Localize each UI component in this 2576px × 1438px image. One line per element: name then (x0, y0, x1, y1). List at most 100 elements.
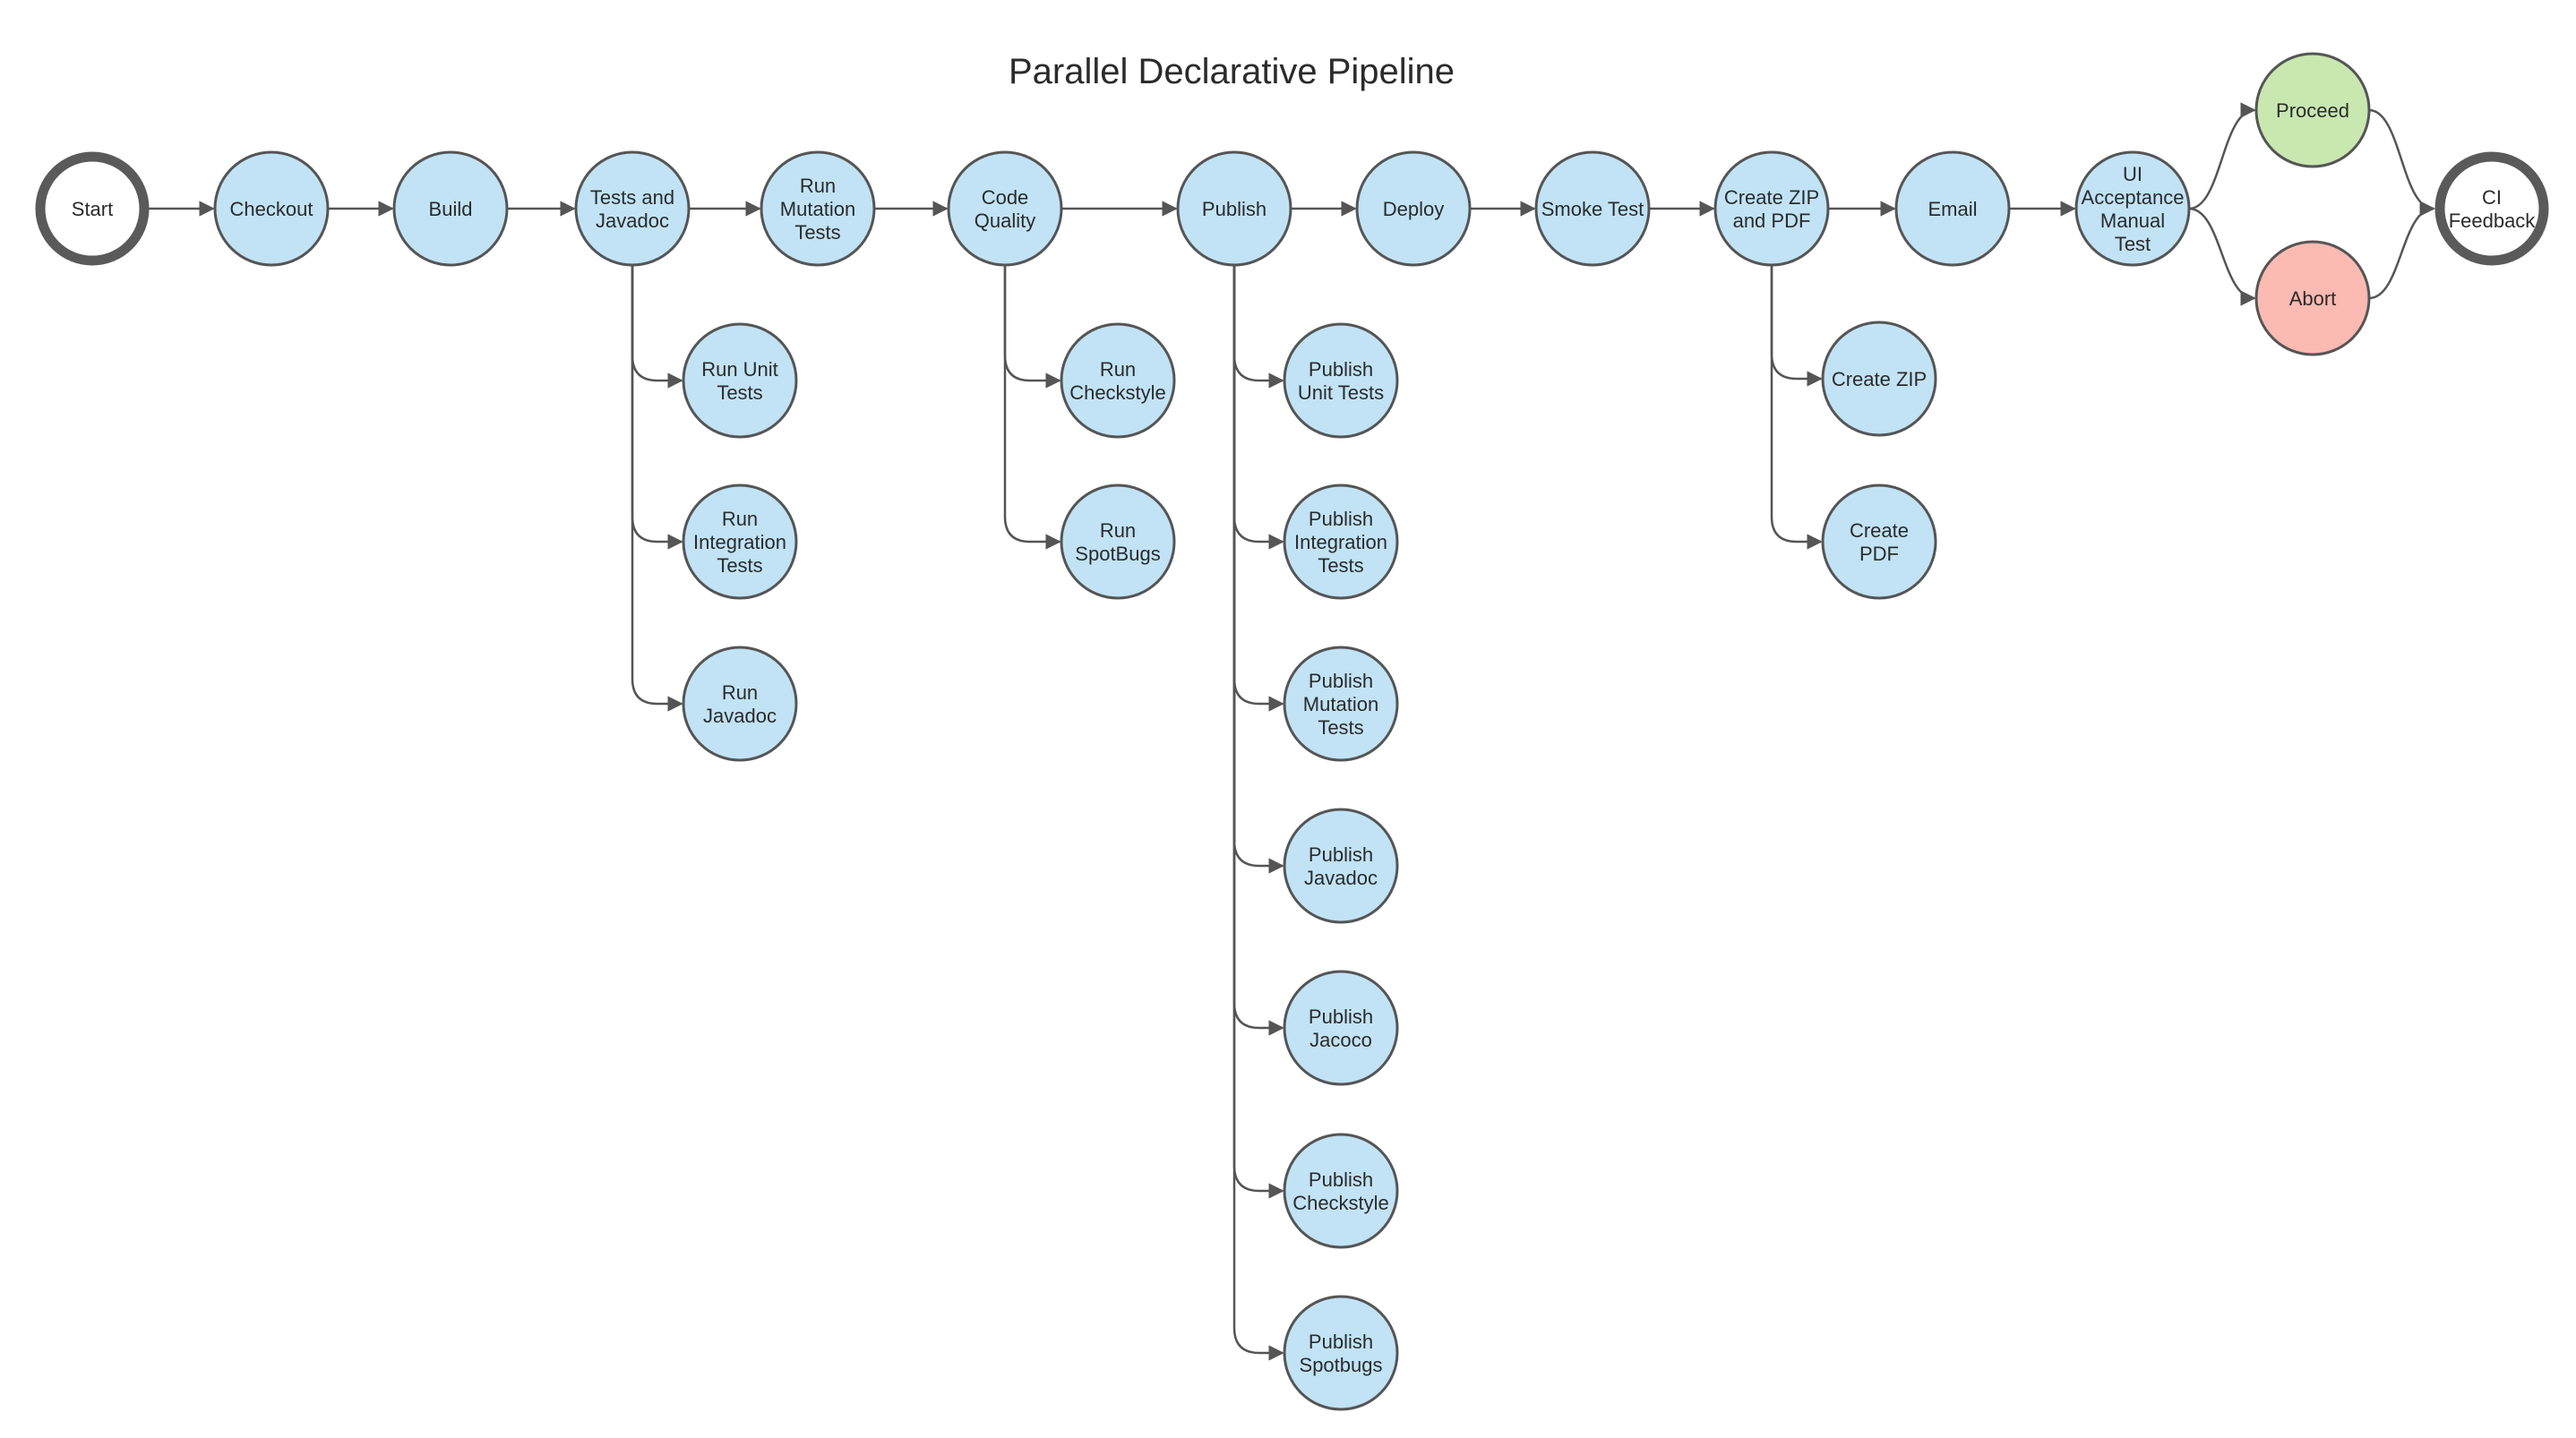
edges-layer (149, 102, 2435, 1361)
build-label-line: Build (429, 198, 473, 220)
edge-ui-acceptance-manual-test-to-abort (2188, 207, 2256, 306)
create-pdf-label-line: PDF (1859, 543, 1899, 565)
checkout-label-line: Checkout (230, 198, 313, 220)
node-create-zip: Create ZIP (1821, 321, 1937, 437)
edge-publish-to-publish-javadoc (1232, 265, 1284, 874)
publish-unit-tests-circle (1283, 322, 1399, 439)
code-quality-label-line: Code (982, 186, 1029, 209)
edge-publish-to-publish-checkstyle (1232, 265, 1284, 1199)
create-zip-label-line: Create ZIP (1832, 368, 1927, 390)
publish-unit-tests-label-line: Publish (1309, 358, 1373, 381)
ui-acceptance-manual-test-label-line: Acceptance (2082, 186, 2185, 209)
publish-jacoco-label-line: Jacoco (1309, 1029, 1372, 1051)
publish-integration-tests-circle (1283, 484, 1399, 600)
checkout-label: Checkout (230, 198, 313, 220)
diagram-title: Parallel Declarative Pipeline (1008, 52, 1455, 91)
proceed-label: Proceed (2276, 99, 2349, 122)
abort-circle (2254, 240, 2371, 356)
publish-spotbugs-label-line: Spotbugs (1300, 1354, 1383, 1376)
node-abort: Abort (2254, 240, 2371, 356)
run-mutation-tests-circle (760, 150, 876, 267)
create-zip-and-pdf-circle (1713, 150, 1830, 267)
edge-abort-to-ci-feedback (2368, 201, 2435, 300)
create-zip-circle (1821, 321, 1937, 437)
email-circle (1894, 150, 2011, 267)
publish-spotbugs-label-line: Publish (1309, 1331, 1373, 1353)
edge-code-quality-to-run-checkstyle (1003, 265, 1061, 389)
edge-publish-to-publish-unit-tests (1232, 265, 1284, 389)
create-zip-and-pdf-label-line: Create ZIP (1724, 186, 1819, 209)
node-start: Start (35, 151, 150, 266)
run-mutation-tests-label-line: Tests (794, 221, 840, 244)
publish-jacoco-circle (1283, 970, 1399, 1086)
proceed-label-line: Proceed (2276, 99, 2349, 122)
smoke-test-circle (1534, 150, 1651, 267)
build-circle (392, 150, 509, 267)
node-proceed: Proceed (2254, 52, 2371, 168)
node-publish: Publish (1176, 150, 1292, 267)
run-spotbugs-circle (1060, 484, 1176, 600)
edge-proceed-to-ci-feedback (2368, 108, 2435, 217)
run-spotbugs-label-line: SpotBugs (1075, 543, 1160, 565)
run-unit-tests-label-line: Tests (717, 381, 762, 404)
publish-label: Publish (1202, 198, 1267, 220)
build-label: Build (429, 198, 473, 220)
run-unit-tests-label-line: Run Unit (701, 358, 778, 381)
publish-checkstyle-label-line: Publish (1309, 1168, 1373, 1191)
edge-publish-to-publish-spotbugs (1232, 265, 1284, 1361)
run-javadoc-label-line: Javadoc (703, 705, 777, 727)
deploy-label: Deploy (1383, 198, 1444, 220)
proceed-circle (2254, 52, 2371, 168)
run-javadoc-circle (682, 646, 798, 762)
node-deploy: Deploy (1355, 150, 1472, 267)
smoke-test-label-line: Smoke Test (1541, 198, 1644, 220)
ui-acceptance-manual-test-label-line: UI (2123, 163, 2142, 185)
start-label: Start (72, 198, 113, 220)
smoke-test-label: Smoke Test (1541, 198, 1644, 220)
publish-unit-tests-label-line: Unit Tests (1298, 381, 1384, 404)
publish-mutation-tests-circle (1283, 646, 1399, 762)
publish-checkstyle-circle (1283, 1133, 1399, 1249)
publish-label-line: Publish (1202, 198, 1267, 220)
edge-tests-and-javadoc-to-run-javadoc (631, 265, 683, 712)
run-javadoc-label-line: Run (722, 681, 758, 704)
edge-tests-and-javadoc-to-run-unit-tests (631, 265, 683, 389)
run-mutation-tests-label-line: Mutation (780, 198, 855, 220)
ui-acceptance-manual-test-label-line: Test (2115, 233, 2151, 255)
run-checkstyle-label-line: Checkstyle (1069, 381, 1166, 404)
create-zip-label: Create ZIP (1832, 368, 1927, 390)
publish-javadoc-label-line: Javadoc (1304, 867, 1378, 889)
run-integration-tests-label-line: Tests (717, 554, 762, 577)
code-quality-circle (947, 150, 1063, 267)
deploy-circle (1355, 150, 1472, 267)
deploy-label-line: Deploy (1383, 198, 1444, 220)
edge-publish-to-publish-integration-tests (1232, 265, 1284, 550)
run-spotbugs-label-line: Run (1100, 519, 1136, 542)
node-email: Email (1894, 150, 2011, 267)
create-pdf-circle (1821, 484, 1937, 600)
edge-code-quality-to-run-spotbugs (1003, 265, 1061, 550)
run-checkstyle-circle (1060, 322, 1176, 439)
ci-feedback-circle (2434, 151, 2549, 266)
